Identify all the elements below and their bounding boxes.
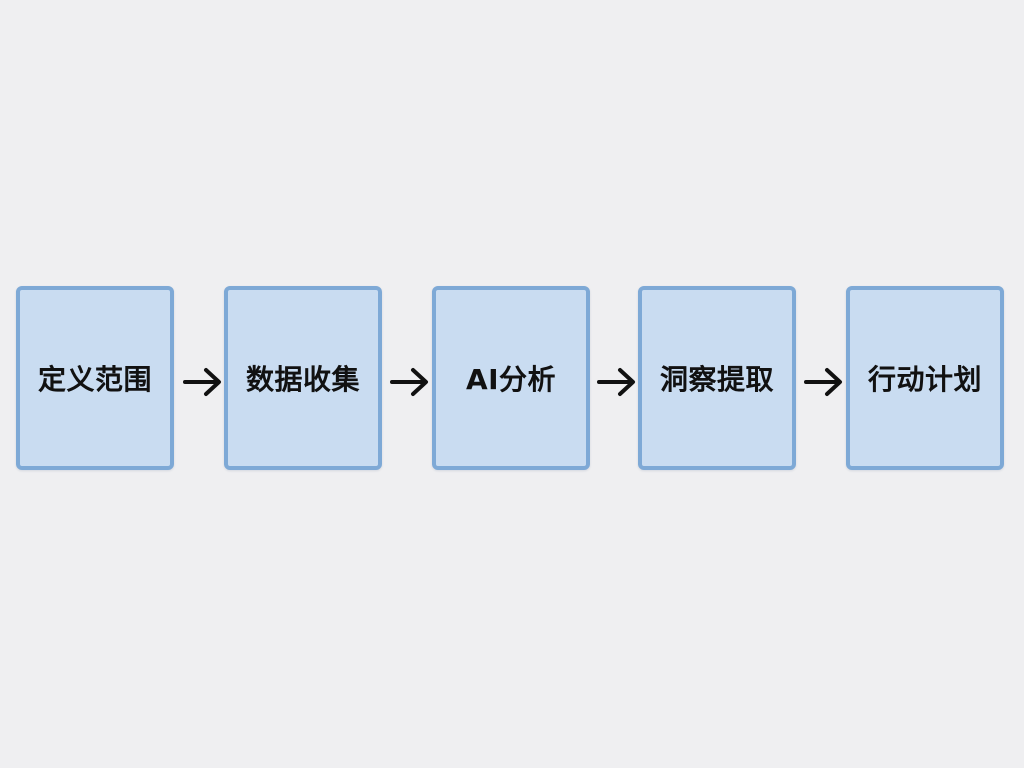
step-label: 数据收集 bbox=[245, 363, 360, 396]
step-insight-extraction: 洞察提取 bbox=[638, 286, 796, 470]
step-label: AI分析 bbox=[465, 363, 557, 396]
right-arrow-icon bbox=[596, 364, 638, 400]
step-label: 定义范围 bbox=[37, 363, 152, 396]
step-define-scope: 定义范围 bbox=[16, 286, 174, 470]
step-label: 洞察提取 bbox=[659, 363, 774, 396]
right-arrow-icon bbox=[182, 364, 224, 400]
step-label: 行动计划 bbox=[867, 363, 982, 396]
step-data-collection: 数据收集 bbox=[224, 286, 382, 470]
step-ai-analysis: AI分析 bbox=[432, 286, 590, 470]
right-arrow-icon bbox=[389, 364, 431, 400]
step-action-plan: 行动计划 bbox=[846, 286, 1004, 470]
right-arrow-icon bbox=[803, 364, 845, 400]
